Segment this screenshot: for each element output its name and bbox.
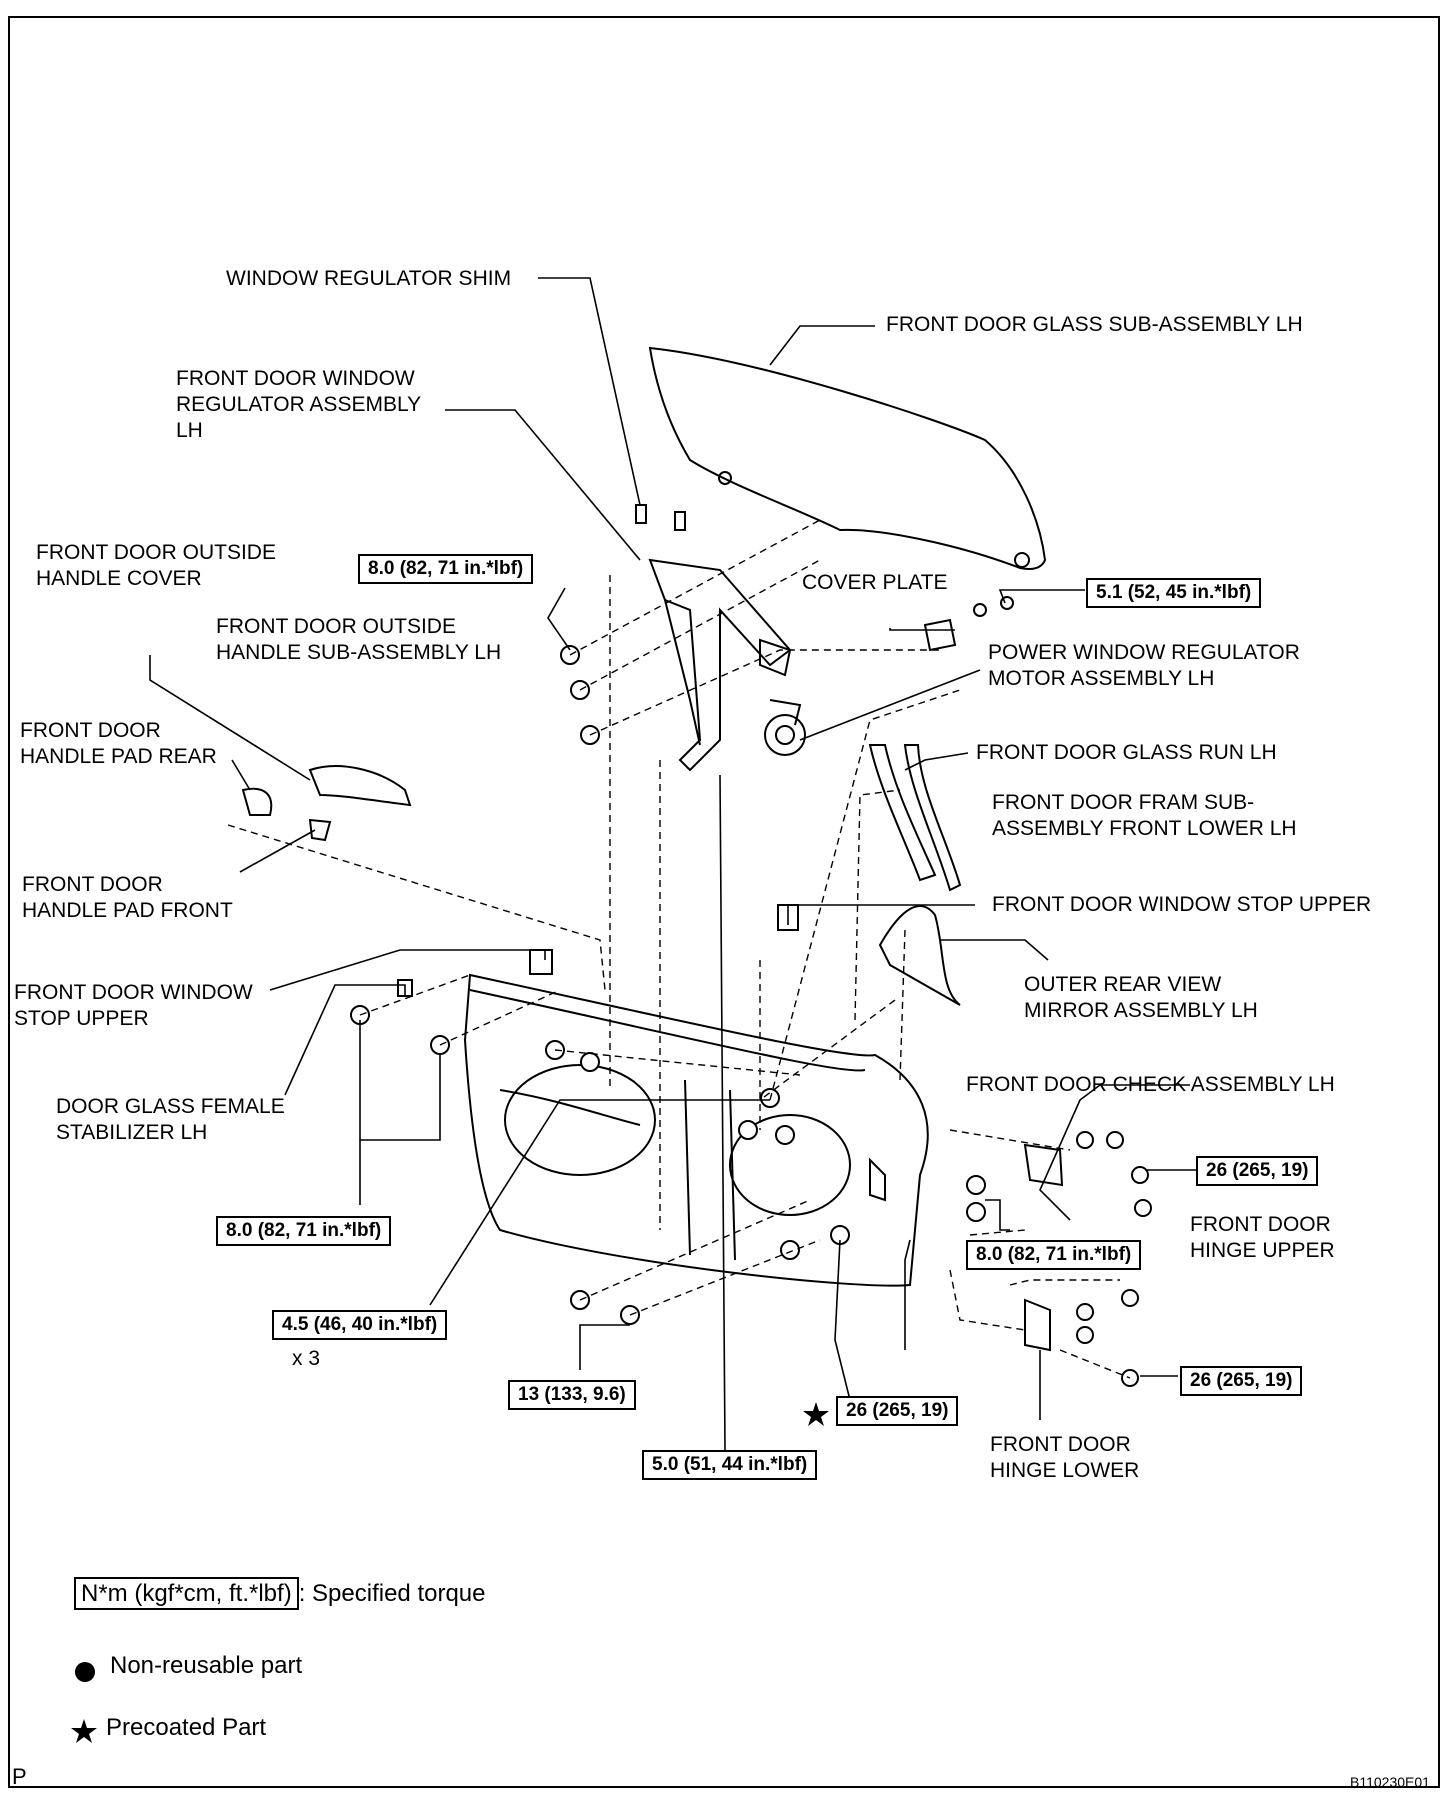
hinge-upper-shape xyxy=(1023,1143,1064,1187)
label-window-stop-upper-left: FRONT DOOR WINDOW STOP UPPER xyxy=(14,981,253,1030)
hinge-lower-shape xyxy=(1024,1298,1051,1352)
precoated-star-diagram xyxy=(803,1402,829,1426)
torque-precoated: 26 (265, 19) xyxy=(836,1396,959,1426)
label-check-assembly: FRONT DOOR CHECK ASSEMBLY LH xyxy=(966,1073,1335,1096)
label-power-window-motor: POWER WINDOW REGULATOR MOTOR ASSEMBLY LH xyxy=(988,641,1300,690)
torque-stabilizer: 8.0 (82, 71 in.*lbf) xyxy=(216,1216,392,1246)
label-outside-handle-cover: FRONT DOOR OUTSIDE HANDLE COVER xyxy=(36,541,276,590)
label-glass-run: FRONT DOOR GLASS RUN LH xyxy=(976,741,1277,764)
label-window-regulator-assembly: FRONT DOOR WINDOW REGULATOR ASSEMBLY LH xyxy=(176,367,422,442)
legend-torque-desc: : Specified torque xyxy=(298,1580,486,1607)
door-glass-shape xyxy=(648,346,1047,570)
label-window-regulator-shim: WINDOW REGULATOR SHIM xyxy=(226,267,512,290)
label-frame-sub-front-lower: FRONT DOOR FRAM SUB- ASSEMBLY FRONT LOWE… xyxy=(992,791,1297,840)
label-x3: x 3 xyxy=(292,1347,321,1370)
label-handle-pad-front: FRONT DOOR HANDLE PAD FRONT xyxy=(22,873,233,922)
precoated-star xyxy=(71,1719,97,1743)
label-hinge-upper: FRONT DOOR HINGE UPPER xyxy=(1190,1213,1335,1262)
label-hinge-lower: FRONT DOOR HINGE LOWER xyxy=(990,1433,1140,1482)
glass-run-shape xyxy=(868,744,937,882)
legend-torque: N*m (kgf*cm, ft.*lbf): Specified torque xyxy=(74,1577,486,1610)
door-shell-shape xyxy=(463,973,929,1287)
window-regulator-shape xyxy=(648,558,792,772)
legend-precoated: Precoated Part xyxy=(106,1714,267,1741)
diagram-frame xyxy=(8,16,1440,1788)
corner-letter: P xyxy=(12,1764,27,1789)
torque-regulator-nuts: 8.0 (82, 71 in.*lbf) xyxy=(358,554,534,584)
torque-hinge-lower: 26 (265, 19) xyxy=(1180,1366,1303,1396)
non-reusable-bullet xyxy=(75,1662,95,1682)
torque-cover-plate: 5.1 (52, 45 in.*lbf) xyxy=(1086,578,1262,608)
label-cover-plate: COVER PLATE xyxy=(802,571,948,594)
mirror-shape xyxy=(878,905,961,1006)
label-window-stop-upper-right: FRONT DOOR WINDOW STOP UPPER xyxy=(992,893,1372,916)
torque-lower: 13 (133, 9.6) xyxy=(508,1380,636,1410)
legend-non-reusable: Non-reusable part xyxy=(110,1652,303,1679)
torque-bolts-x3: 4.5 (46, 40 in.*lbf) xyxy=(272,1310,448,1340)
label-outside-handle-sub: FRONT DOOR OUTSIDE HANDLE SUB-ASSEMBLY L… xyxy=(216,615,502,664)
legend-torque-unit: N*m (kgf*cm, ft.*lbf) xyxy=(74,1577,299,1610)
label-outer-mirror: OUTER REAR VIEW MIRROR ASSEMBLY LH xyxy=(1024,973,1258,1022)
torque-regulator-bottom: 5.0 (51, 44 in.*lbf) xyxy=(642,1450,818,1480)
torque-hinge-upper: 26 (265, 19) xyxy=(1196,1156,1319,1186)
torque-check: 8.0 (82, 71 in.*lbf) xyxy=(966,1240,1142,1270)
label-front-door-glass: FRONT DOOR GLASS SUB-ASSEMBLY LH xyxy=(886,313,1303,336)
label-handle-pad-rear: FRONT DOOR HANDLE PAD REAR xyxy=(20,719,217,768)
label-glass-female-stabilizer: DOOR GLASS FEMALE STABILIZER LH xyxy=(56,1095,285,1144)
figure-code: B110230E01 xyxy=(1350,1774,1430,1790)
motor-shape xyxy=(764,714,806,756)
outside-handle-shape xyxy=(308,765,412,807)
